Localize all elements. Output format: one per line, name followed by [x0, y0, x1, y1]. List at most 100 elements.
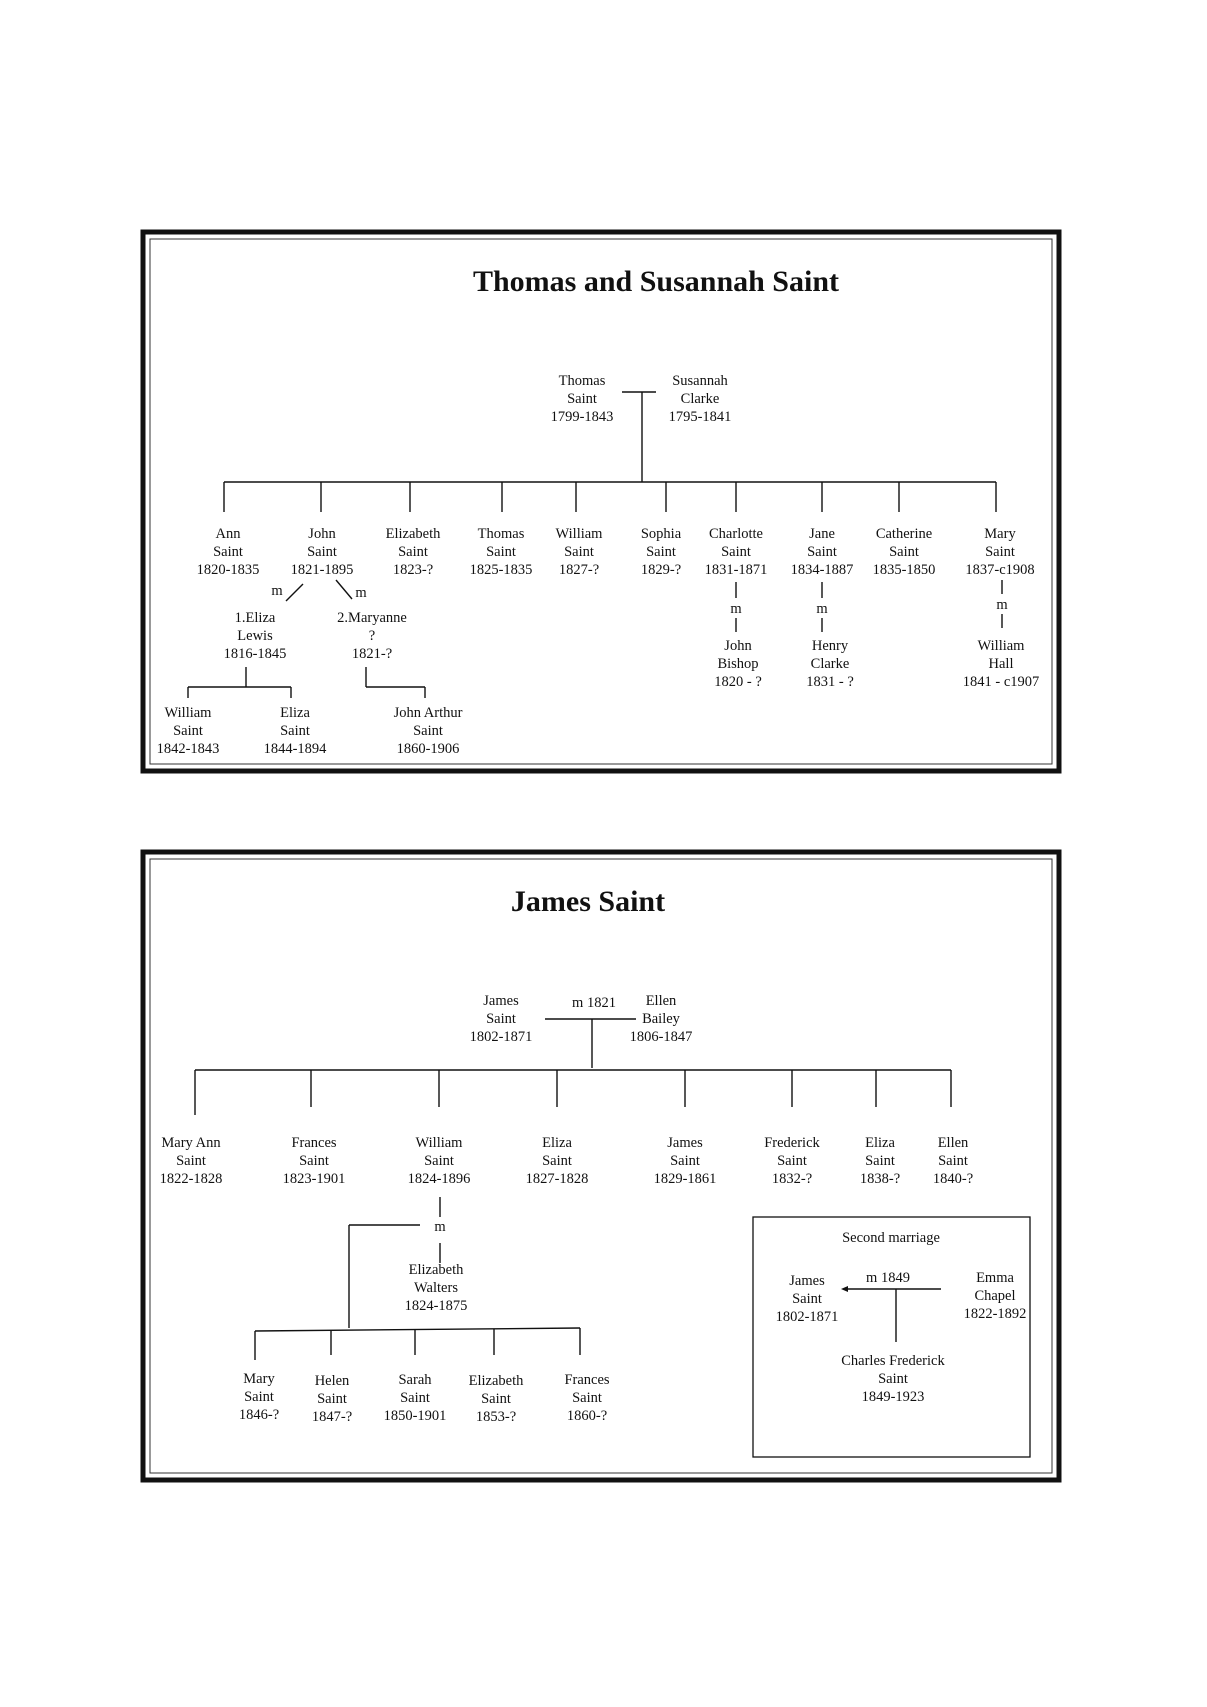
person-dates: 1799-1843 [551, 409, 614, 425]
person-dates: 1835-1850 [873, 562, 936, 578]
person-name: John [724, 638, 752, 654]
chart2-inner-frame [149, 858, 1053, 1474]
person-surname: Saint [173, 723, 203, 739]
person-dates: 1824-1896 [408, 1171, 471, 1187]
mary-marriage-mark: m [996, 597, 1008, 613]
chart1-inner-frame [149, 238, 1053, 765]
person-name: Mary Ann [161, 1135, 221, 1151]
chart2-lines [194, 1018, 952, 1360]
person-name: Eliza [865, 1135, 895, 1151]
person-dates: 1802-1871 [776, 1309, 839, 1325]
person-dates: 1860-? [567, 1408, 607, 1424]
person-surname: Saint [317, 1391, 347, 1407]
person-dates: 1829-? [641, 562, 681, 578]
person-dates: 1832-? [772, 1171, 812, 1187]
person-dates: 1849-1923 [862, 1389, 925, 1405]
person-surname: Bishop [717, 656, 758, 672]
person-surname: Saint [413, 723, 443, 739]
person-dates: 1860-1906 [397, 741, 460, 757]
chart1-lines [187, 391, 1003, 698]
person-name: 1.Eliza [235, 610, 276, 626]
person-name: Thomas [559, 373, 606, 389]
person-dates: 1838-? [860, 1171, 900, 1187]
person-dates: 1846-? [239, 1407, 279, 1423]
person-dates: 1825-1835 [470, 562, 533, 578]
person-surname: Saint [481, 1391, 511, 1407]
second-marriage-title: Second marriage [842, 1230, 940, 1246]
person-dates: 1820-1835 [197, 562, 260, 578]
person-name: Eliza [280, 705, 310, 721]
person-name: James [483, 993, 519, 1009]
person-surname: Saint [307, 544, 337, 560]
person-name: John Arthur [394, 705, 463, 721]
person-surname: Walters [414, 1280, 458, 1296]
person-surname: Saint [865, 1153, 895, 1169]
person-surname: Saint [244, 1389, 274, 1405]
person-name: James [667, 1135, 703, 1151]
person-surname: Saint [486, 544, 516, 560]
person-dates: 1806-1847 [630, 1029, 693, 1045]
person-surname: ? [369, 628, 375, 644]
person-dates: 1827-? [559, 562, 599, 578]
arrow-icon [841, 1286, 848, 1292]
person-dates: 1820 - ? [714, 674, 762, 690]
person-surname: Saint [646, 544, 676, 560]
person-dates: 1834-1887 [791, 562, 854, 578]
person-dates: 1822-1892 [964, 1306, 1027, 1322]
person-surname: Hall [989, 656, 1014, 672]
person-dates: 1837-c1908 [965, 562, 1034, 578]
chart1-outer-frame [140, 229, 1062, 774]
person-dates: 1827-1828 [526, 1171, 589, 1187]
chart-james-saint: James Saint m 1821 m [140, 849, 1062, 1483]
person-name: James [789, 1273, 825, 1289]
person-dates: 1822-1828 [160, 1171, 223, 1187]
person-surname: Saint [878, 1371, 908, 1387]
person-name: William [165, 705, 213, 721]
person-surname: Clarke [681, 391, 720, 407]
person-surname: Saint [985, 544, 1015, 560]
person-name: Mary [243, 1371, 275, 1387]
person-name: John [308, 526, 336, 542]
person-name: Thomas [478, 526, 525, 542]
james-emma-marriage-label: m 1849 [866, 1270, 910, 1286]
person-name: Helen [315, 1373, 350, 1389]
person-dates: 1847-? [312, 1409, 352, 1425]
person-dates: 1853-? [476, 1409, 516, 1425]
person-name: Jane [809, 526, 835, 542]
person-name: Ann [216, 526, 242, 542]
person-surname: Clarke [811, 656, 850, 672]
person-surname: Saint [542, 1153, 572, 1169]
person-name: Ellen [646, 993, 677, 1009]
